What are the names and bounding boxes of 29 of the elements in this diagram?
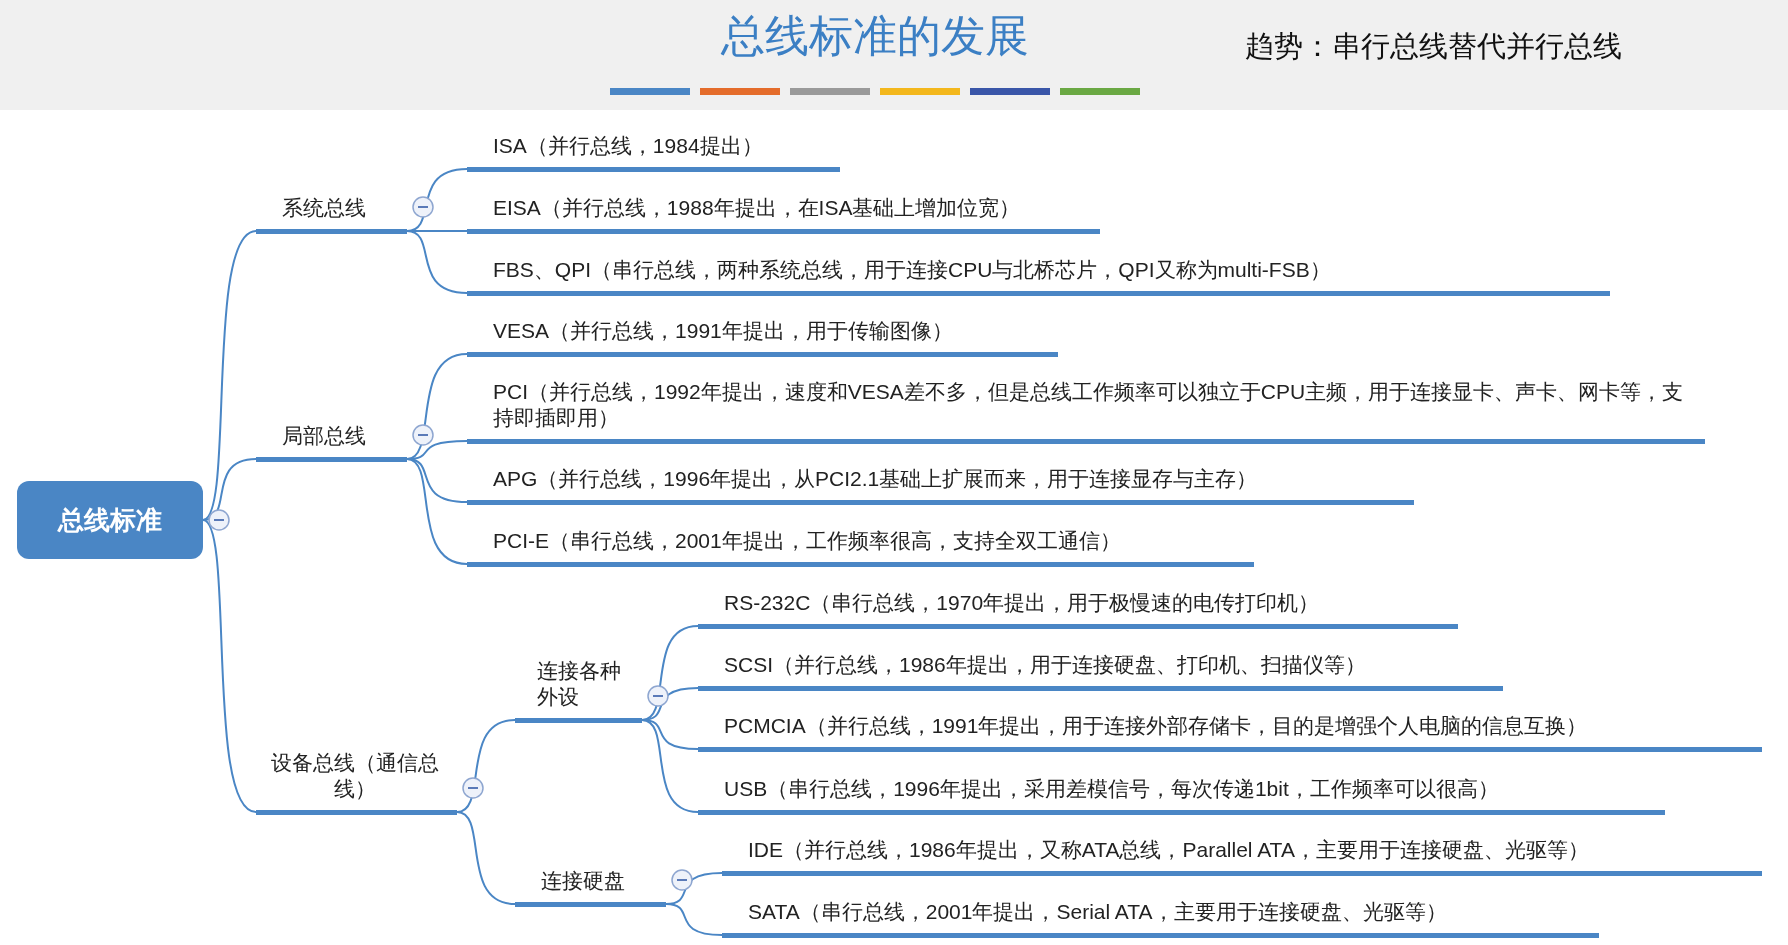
topic-node: SATA（串行总线，2001年提出，Serial ATA，主要用于连接硬盘、光驱等） [722,894,1599,938]
topic-node: 设备总线（通信总线） [256,743,457,815]
topic-node: EISA（并行总线，1988年提出，在ISA基础上增加位宽） [467,190,1100,234]
branch-line [406,230,468,294]
topic-node: 局部总线 [256,414,407,462]
topic-node: SCSI（并行总线，1986年提出，用于连接硬盘、打印机、扫描仪等） [698,647,1503,691]
topic-node: APG（并行总线，1996年提出，从PCI2.1基础上扩展而来，用于连接显存与主存） [467,461,1414,505]
branch-line [202,230,257,521]
title: 总线标准的发展 [720,10,1030,62]
trend-note: 趋势：串行总线替代并行总线 [1245,29,1622,64]
root-topic-box: 总线标准 [17,481,203,559]
branch-line [202,519,257,813]
topic-node: 连接各种外设 [515,653,642,723]
topic-node: VESA（并行总线，1991年提出，用于传输图像） [467,313,1058,357]
topic-node: PCI（并行总线，1992年提出，速度和VESA差不多，但是总线工作频率可以独立于CPU主频，用于连接显卡、声卡、网卡等，支持即插即用） [467,372,1705,444]
topic-node: ISA（并行总线，1984提出） [467,128,840,172]
topic-node: PCI-E（串行总线，2001年提出，工作频率很高，支持全双工通信） [467,523,1254,567]
topic-node: FBS、QPI（串行总线，两种系统总线，用于连接CPU与北桥芯片，QPI又称为multi-FSB） [467,252,1610,296]
topic-node: IDE（并行总线，1986年提出，又称ATA总线，Parallel ATA，主要用于连接硬盘、光驱等） [722,832,1762,876]
branch-line [406,458,468,565]
branch-line [641,719,699,813]
branch-line [456,811,516,905]
topic-node: 连接硬盘 [515,863,666,907]
topic-node: 系统总线 [256,186,407,234]
topic-node: USB（串行总线，1996年提出，采用差模信号，每次传递1bit，工作频率可以很高） [698,771,1665,815]
topic-node: RS-232C（串行总线，1970年提出，用于极慢速的电传打印机） [698,585,1458,629]
branch-line [665,903,723,936]
topic-node: PCMCIA（并行总线，1991年提出，用于连接外部存储卡，目的是增强个人电脑的信息互换） [698,708,1762,752]
branch-line [202,458,257,521]
